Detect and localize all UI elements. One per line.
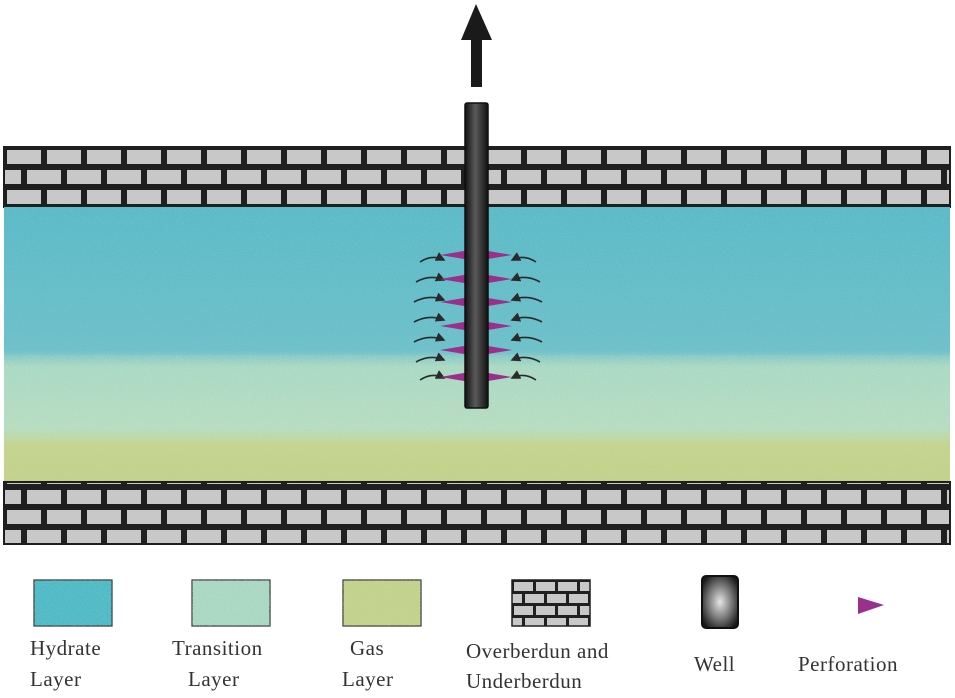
- perforation-icon: [858, 597, 884, 614]
- legend-hydrate-line1: Hydrate: [30, 636, 101, 660]
- up-arrow-icon: [461, 4, 492, 87]
- legend-well: Well: [694, 575, 739, 676]
- legend-gas-line2: Layer: [342, 667, 393, 691]
- legend-perforation: Perforation: [798, 597, 898, 676]
- well: [464, 102, 489, 409]
- legend-gas: Gas Layer: [342, 579, 422, 691]
- legend: Hydrate Layer Transition Layer Gas Layer…: [30, 575, 898, 693]
- legend-well-line1: Well: [694, 652, 735, 676]
- legend-transition: Transition Layer: [172, 579, 271, 691]
- legend-gas-line1: Gas: [350, 636, 384, 660]
- legend-perforation-line1: Perforation: [798, 652, 898, 676]
- underburden-layer: [3, 481, 951, 545]
- legend-burden-line2: Underberdun: [466, 669, 582, 693]
- legend-transition-line1: Transition: [172, 636, 263, 660]
- gas-layer: [4, 440, 950, 482]
- legend-burden-line1: Overberdun and: [466, 639, 609, 663]
- legend-hydrate-line2: Layer: [30, 667, 81, 691]
- legend-transition-line2: Layer: [188, 667, 239, 691]
- legend-burden: Overberdun and Underberdun: [466, 579, 609, 693]
- well-icon: [701, 575, 739, 629]
- legend-hydrate: Hydrate Layer: [30, 579, 113, 691]
